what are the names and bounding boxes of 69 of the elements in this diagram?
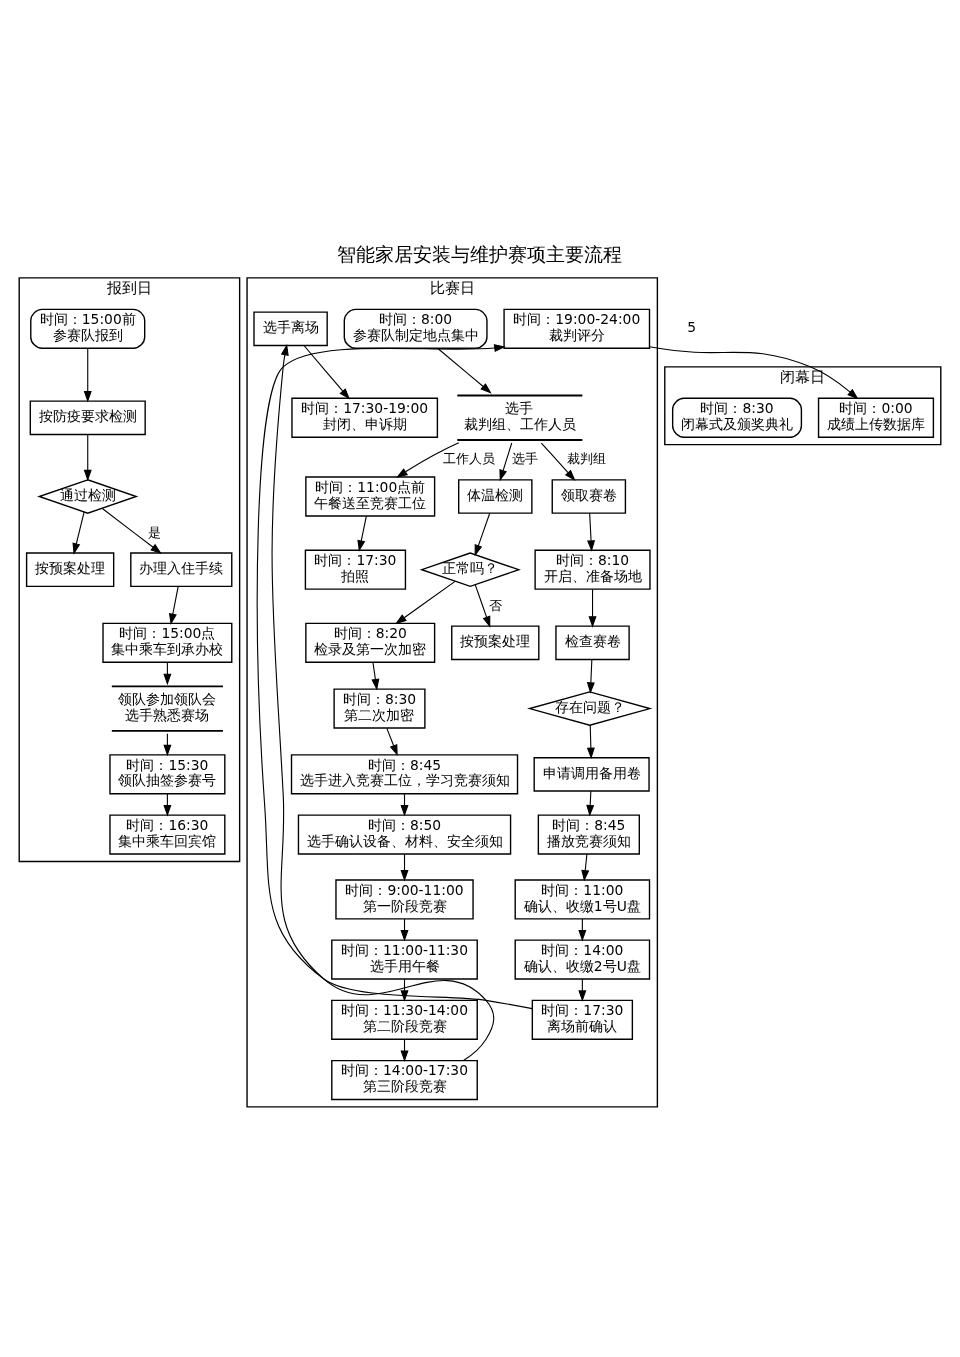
node-box: 领取赛卷 [551,479,627,514]
node-box: 时间：16:30 集中乘车回宾馆 [109,814,226,855]
node-diamond: 存在问题？ [527,691,653,726]
node-box: 检查赛卷 [555,625,630,661]
node-text: 领队参加领队会 选手熟悉赛场 [118,690,217,723]
arrow [396,442,460,478]
arrow [581,853,590,882]
node-box: 按预案处理 [25,552,115,588]
arrow [437,347,492,394]
arrow [395,580,456,625]
arrow [271,343,495,1061]
node-box: 时间：17:30 拍照 [304,549,407,590]
node-box: 时间：15:30 领队抽签参赛号 [109,754,226,795]
node-box: 时间：8:00 参赛队制定地点集中 [343,308,488,349]
node-box: 时间：8:45 选手进入竞赛工位，学习竞赛须知 [290,754,519,795]
arrow [586,659,595,694]
node-box: 时间：15:00点 集中乘车到承办校 [102,622,233,663]
node-box: 时间：0:00 成绩上传数据库 [817,397,935,438]
edge-label: 否 [488,597,502,613]
node-diamond: 正常吗？ [419,552,521,588]
arrow [101,508,162,554]
arrow [168,585,179,625]
arrow [586,724,595,760]
node-box: 按预案处理 [451,625,540,661]
arrow [371,662,380,691]
node-box: 时间：8:30 第二次加密 [333,688,426,729]
node-box: 时间：17:30-19:00 封闭、申诉期 [291,397,439,438]
arrow [386,727,398,757]
arrow [83,434,92,482]
arrow [588,588,597,628]
node-box: 申请调用备用卷 [533,757,650,792]
label: 5 [687,319,697,336]
arrow [72,511,85,555]
node-diamond: 通过检测 [37,479,139,514]
node-box: 时间：9:00-11:00 第一阶段竞赛 [335,879,474,920]
node-box: 时间：14:00 确认、收缴2号U盘 [514,939,651,980]
node-box: 时间：11:00 确认、收缴1号U盘 [514,879,651,920]
node-text: 选手 裁判组、工作人员 [463,400,576,432]
node-box: 体温检测 [458,479,533,514]
node-box: 时间：8:50 选手确认设备、材料、安全须知 [297,814,512,855]
node-box: 办理入住手续 [130,552,233,588]
arrow [83,348,92,403]
arrow [256,344,533,1010]
arrow [303,345,350,400]
node-box: 时间：17:30 离场前确认 [531,999,634,1040]
diagram-title: 智能家居安装与维护赛项主要流程 [337,244,623,266]
arrow [540,442,576,481]
arrow [474,512,491,557]
arrow [499,442,513,482]
arrow [357,515,367,552]
node-box: 时间：14:00-17:30 第三阶段竞赛 [331,1059,478,1101]
node-box: 按防疫要求检测 [29,400,146,436]
edge-label: 工作人员 [442,451,495,467]
arrow [649,346,859,400]
node-box: 时间：11:00点前 午餐送至竞赛工位 [305,476,436,517]
edge-label: 裁判组 [566,451,606,467]
node-box: 时间：11:00-11:30 选手用午餐 [331,939,478,980]
edge-label: 是 [147,524,161,540]
edge-label: 选手 [511,451,538,467]
node-box: 时间：11:30-14:00 第二阶段竞赛 [331,999,478,1040]
node-box: 选手离场 [253,311,328,347]
arrow [587,512,596,552]
node-box: 时间：15:00前 参赛队报到 [30,308,146,349]
node-box: 时间：8:45 播放竞赛须知 [537,814,640,855]
node-box: 时间：8:10 开启、准备场地 [534,549,651,590]
node-box: 时间：19:00-24:00 裁判评分 [503,308,651,349]
arrow [474,584,491,628]
node-box: 时间：8:20 检录及第一次加密 [305,622,436,663]
node-box: 时间：8:30 闭幕式及颁奖典礼 [671,397,803,438]
